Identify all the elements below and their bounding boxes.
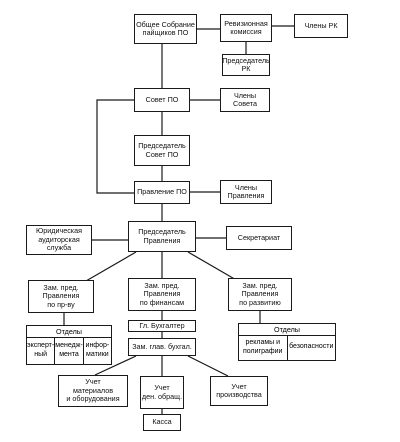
- node-materials-accounting: Учет материалов и оборудования: [58, 375, 128, 407]
- node-board-chair: Председатель Правления: [128, 221, 196, 252]
- node-cash-desk: Касса: [143, 414, 181, 431]
- node-deputy-production: Зам. пред. Правления по пр-ву: [28, 280, 94, 313]
- node-council-chair: Председатель Совет ПО: [134, 135, 190, 166]
- node-general-meeting: Общее Собрание пайщиков ПО: [134, 14, 197, 44]
- dept-expert: эксперт- ный: [27, 337, 56, 364]
- dept-security: безопасности: [289, 343, 334, 351]
- node-legal-audit: Юридическая аудиторская служба: [26, 225, 92, 255]
- node-chief-accountant: Гл. Бухгалтер: [128, 320, 196, 332]
- dept-advertising: рекламы и полиграфии: [239, 335, 288, 360]
- group-development-depts: Отделы рекламы и полиграфии безопасности: [238, 323, 336, 361]
- node-audit-members: Члены РК: [294, 14, 348, 38]
- node-board-members: Члены Правления: [220, 180, 272, 204]
- node-board: Правление ПО: [134, 181, 190, 204]
- link-production: [187, 355, 229, 377]
- node-audit-chair: Председатель РК: [222, 54, 270, 76]
- dept-informatics: инфор- матики: [85, 342, 110, 358]
- node-secretariat: Секретариат: [226, 226, 292, 250]
- node-deputy-development: Зам. пред. Правления по развитию: [228, 278, 292, 311]
- link-materials: [94, 355, 137, 376]
- link-deputy-production: [85, 251, 137, 282]
- node-production-accounting: Учет производства: [210, 376, 268, 406]
- node-audit-commission: Ревизионная комиссия: [220, 14, 272, 42]
- node-council-members: Члены Совета: [220, 88, 270, 112]
- node-cash-accounting: Учет ден. обращ.: [140, 376, 184, 409]
- node-deputy-finance: Зам. пред. Правления по финансам: [128, 278, 196, 311]
- dept-management: менедж- мента: [55, 337, 84, 364]
- group-title: Отделы: [27, 326, 111, 338]
- node-deputy-chief-accountant: Зам. глав. бухгал.: [128, 338, 196, 356]
- link-council-board: [96, 99, 134, 194]
- link-deputy-development: [187, 251, 239, 282]
- group-production-depts: Отделы эксперт- ный менедж- мента инфор-…: [26, 325, 112, 365]
- node-council: Совет ПО: [134, 88, 190, 112]
